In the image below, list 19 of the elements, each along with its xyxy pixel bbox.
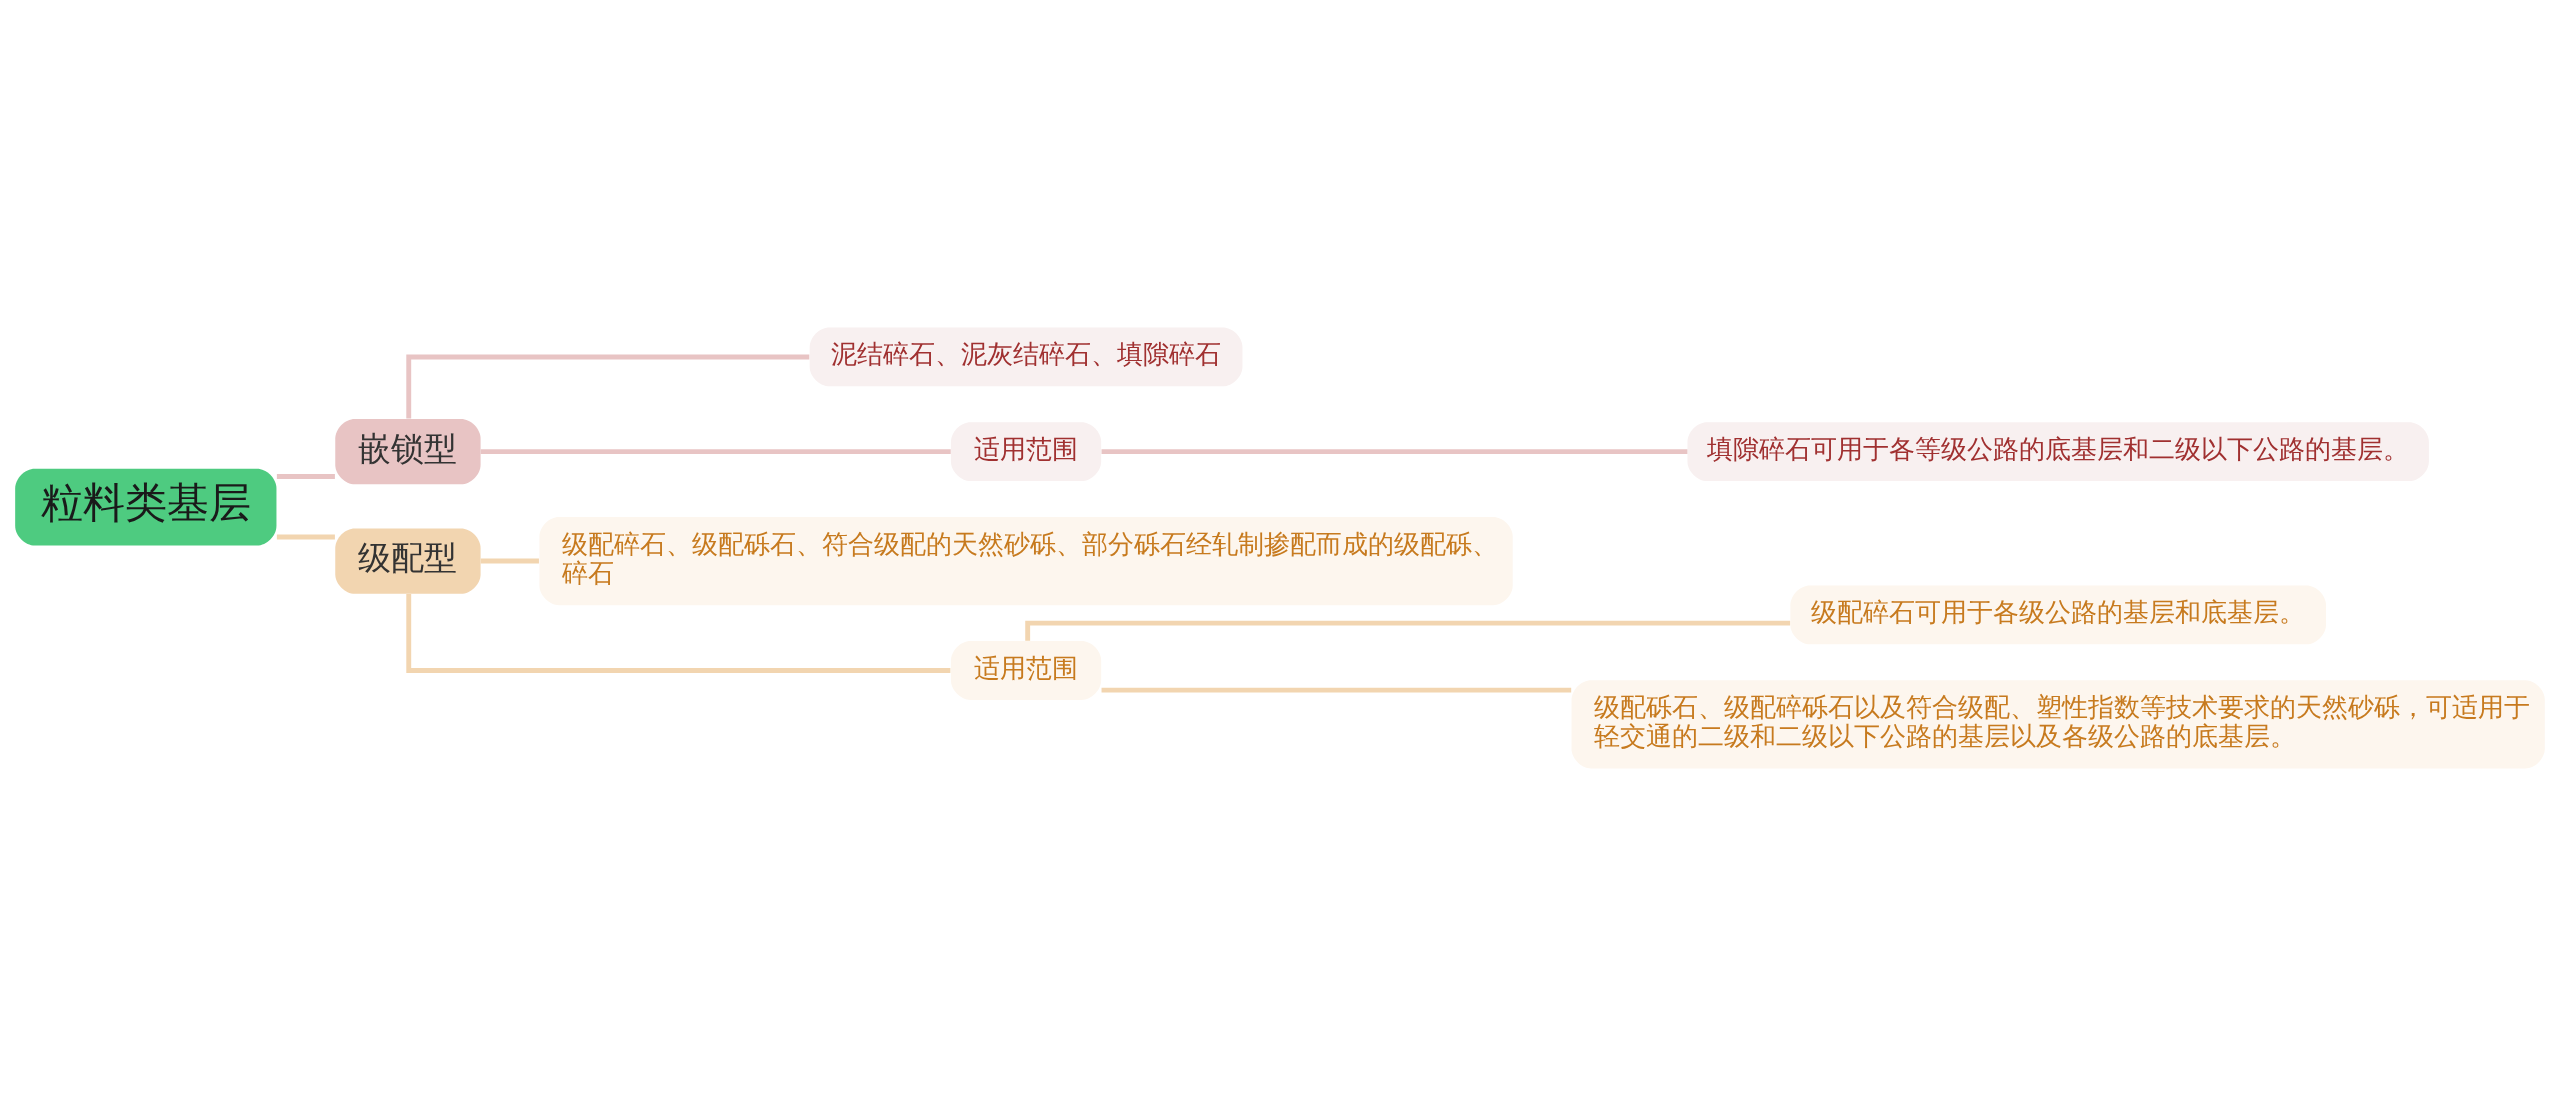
node-box: 级配型 — [335, 527, 481, 594]
connector — [406, 354, 810, 418]
connector — [1101, 687, 1572, 693]
connector — [1025, 620, 1791, 641]
connector — [276, 534, 335, 539]
connector — [480, 558, 539, 563]
node-box: 嵌锁型 — [335, 418, 481, 484]
node-box: 适用范围 — [950, 421, 1102, 481]
connector — [480, 448, 951, 454]
node-box: 适用范围 — [950, 640, 1102, 700]
connector — [406, 593, 951, 673]
node-box: 泥结碎石、泥灰结碎石、填隙碎石 — [809, 327, 1243, 386]
node-box: 粒料类基层 — [15, 468, 277, 546]
node-box: 级配碎石可用于各级公路的基层和底基层。 — [1790, 585, 2326, 644]
node-box: 填隙碎石可用于各等级公路的底基层和二级以下公路的基层。 — [1687, 421, 2429, 481]
connector — [276, 473, 335, 479]
node-box: 级配砾石、级配碎砾石以及符合级配、塑性指数等技术要求的天然砂砾，可适用于轻交通的二级和二级以下公路的基层以及各级公路的底基层。 — [1571, 679, 2545, 768]
node-box: 级配碎石、级配砾石、符合级配的天然砂砾、部分砾石经轧制掺配而成的级配砾、碎石 — [539, 516, 1513, 605]
connector — [1101, 448, 1688, 454]
